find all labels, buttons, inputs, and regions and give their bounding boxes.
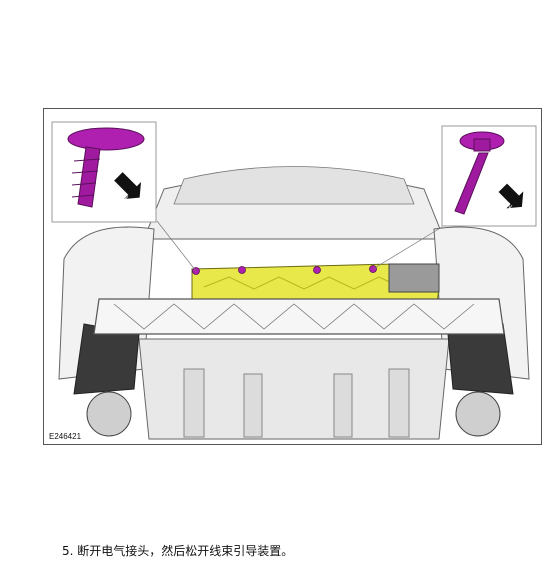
tray-ribs [183, 368, 410, 438]
left-suspension [86, 391, 132, 437]
harness-guide-detail [203, 276, 405, 290]
fastener-markers [192, 265, 377, 275]
crossmember-lattice [113, 303, 475, 330]
clip-shank [77, 146, 101, 208]
callout-bolt: x2 [441, 125, 537, 227]
clip-head [67, 127, 145, 151]
leader-line-left [156, 220, 197, 272]
badge-arrow [114, 172, 142, 200]
leader-line-right [372, 226, 443, 270]
badge-arrow [498, 183, 524, 209]
bolt-shank [454, 152, 489, 215]
grille-area [173, 166, 415, 205]
clip-ribs [71, 158, 101, 198]
illustration-figure: x2 x2 E246421 [43, 108, 542, 445]
callout-push-pin-clip: x2 [51, 121, 157, 223]
electrical-connector [388, 263, 440, 293]
figure-id-label: E246421 [48, 432, 83, 441]
instruction-step: 5. 断开电气接头，然后松开线束引导装置。 [62, 544, 294, 558]
bolt-hex [473, 138, 491, 152]
front-bumper-illustration: x2 x2 [51, 121, 537, 440]
right-suspension [455, 391, 501, 437]
crossmember [93, 298, 505, 335]
underbody-tray [138, 338, 450, 440]
